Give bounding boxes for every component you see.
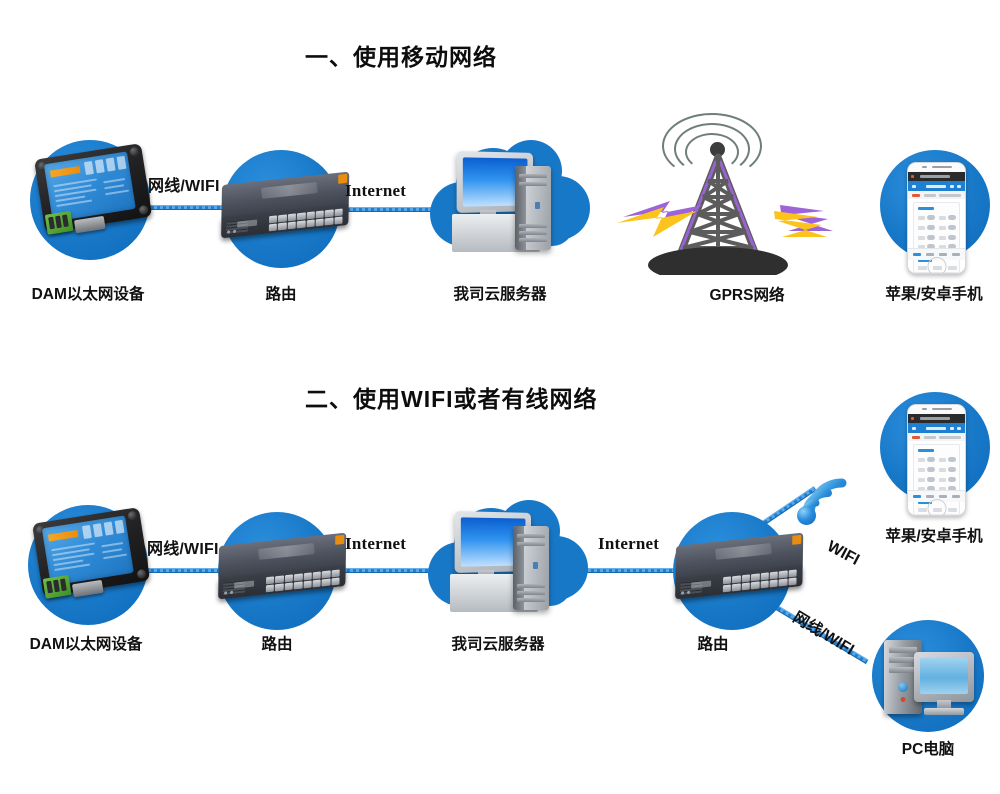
link-dam-router-label: 网线/WIFI — [148, 178, 220, 195]
link2-router3-pc-label: 网线/WIFI — [789, 608, 857, 659]
pc-monitor-stand — [937, 700, 951, 710]
link2-router-cloud-label: Internet — [345, 534, 407, 553]
cloud-server-label: 我司云服务器 — [453, 286, 547, 303]
link-router-cloud-line — [320, 207, 445, 212]
server-tower-icon — [515, 166, 551, 250]
link-router-cloud-label: Internet — [345, 181, 407, 200]
router-2-label: 路由 — [261, 636, 293, 653]
router-3-label: 路由 — [697, 636, 729, 653]
link2-cloud-router3-label: Internet — [598, 534, 660, 553]
mobile-phone-2-label: 苹果/安卓手机 — [885, 528, 983, 545]
pc-monitor-icon — [914, 652, 974, 702]
wifi-link-label: WIFI — [824, 538, 863, 569]
mobile-phone-label: 苹果/安卓手机 — [885, 286, 983, 303]
server-tower-icon — [513, 526, 549, 610]
section-2-title: 二、使用WIFI或者有线网络 — [305, 386, 598, 412]
smartphone-icon — [907, 404, 966, 516]
cloud-server-2-label: 我司云服务器 — [451, 636, 545, 653]
cell-tower-icon — [600, 113, 860, 275]
dam-device-2-label: DAM以太网设备 — [29, 636, 143, 653]
pc-monitor-foot — [924, 708, 964, 715]
link2-dam-router-label: 网线/WIFI — [147, 541, 219, 558]
smartphone-icon — [907, 162, 966, 274]
link2-router-cloud-line — [320, 568, 445, 573]
dam-device-label: DAM以太网设备 — [31, 286, 145, 303]
link2-cloud-router3-line — [570, 568, 695, 573]
link-dam-router-line — [130, 205, 240, 210]
section-1-title: 一、使用移动网络 — [305, 44, 497, 70]
pc-computer-label: PC电脑 — [901, 741, 955, 758]
wifi-signal-icon — [790, 465, 870, 535]
gprs-network-label: GPRS网络 — [709, 287, 785, 304]
link2-dam-router-line — [130, 568, 240, 573]
router-1-label: 路由 — [265, 286, 297, 303]
